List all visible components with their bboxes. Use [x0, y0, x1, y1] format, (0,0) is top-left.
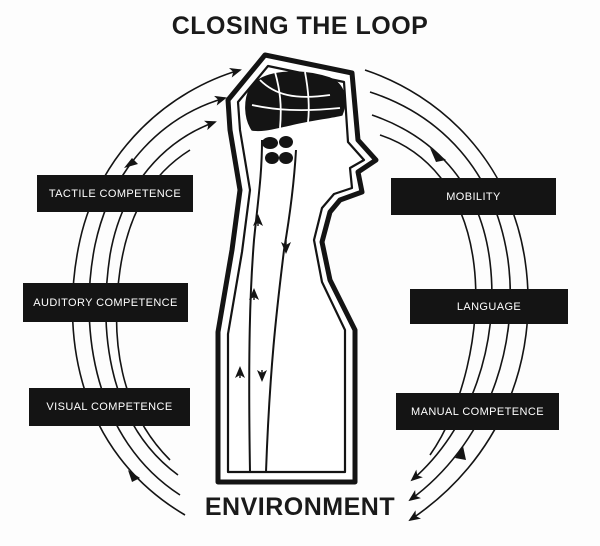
label-language: LANGUAGE: [410, 289, 568, 324]
label-tactile-competence: TACTILE COMPETENCE: [37, 175, 193, 212]
left-arrowhead-2: [124, 158, 138, 168]
spinal-cord-right: [265, 149, 297, 473]
left-mid-arrowheads: [124, 158, 140, 482]
left-arc-2: [88, 95, 227, 496]
diagram-title: CLOSING THE LOOP: [171, 12, 429, 40]
human-silhouette: [215, 52, 379, 485]
right-mid-arrowheads: [430, 148, 466, 460]
label-visual-competence: VISUAL COMPETENCE: [29, 388, 190, 426]
brain-folds: [251, 71, 341, 129]
label-mobility: MOBILITY: [391, 178, 556, 215]
right-arrowhead-1: [430, 148, 446, 162]
spinal-cord-left: [248, 139, 263, 473]
brainstem: [262, 136, 293, 164]
right-arc-2: [369, 91, 512, 502]
environment-label: ENVIRONMENT: [204, 493, 396, 521]
right-arc-1: [364, 69, 529, 522]
right-arrowhead-2: [455, 446, 466, 460]
left-arc-1: [71, 67, 242, 516]
left-arrowhead-1: [128, 470, 140, 482]
label-auditory-competence: AUDITORY COMPETENCE: [23, 283, 188, 322]
inner-outline: [226, 64, 366, 474]
brain: [245, 71, 346, 132]
spinal-flow-arrows: [235, 214, 291, 382]
label-manual-competence: MANUAL COMPETENCE: [396, 393, 559, 430]
